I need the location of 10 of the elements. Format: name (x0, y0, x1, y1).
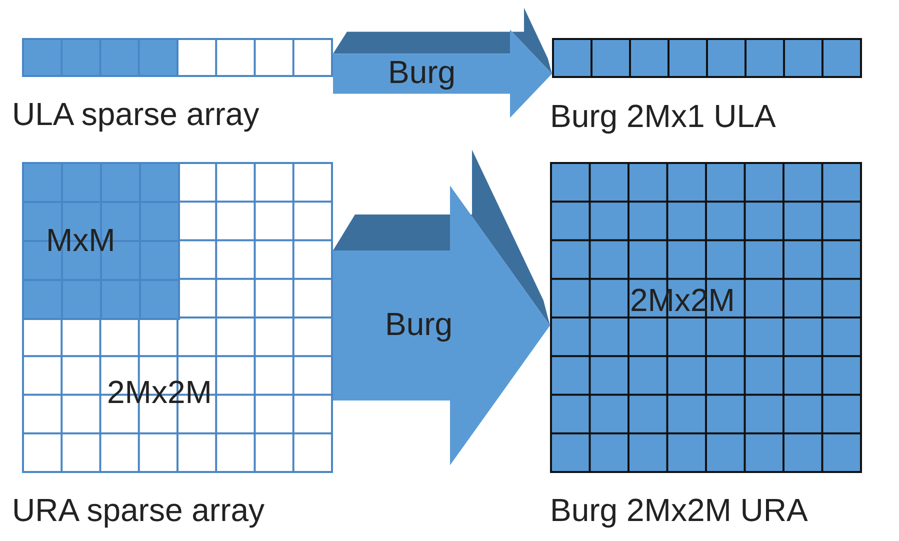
edge-label: Burg (388, 54, 456, 91)
block-arrow (333, 150, 550, 466)
edge-label: Burg (385, 306, 453, 342)
node-label: URA sparse array (12, 492, 265, 529)
block-arrow (333, 8, 552, 118)
node-label: ULA sparse array (12, 96, 260, 133)
size-label: MxM (46, 222, 116, 259)
node-label: Burg 2Mx1 ULA (550, 98, 776, 135)
filled-subarray (22, 162, 180, 320)
node-label: Burg 2Mx2M URA (550, 492, 808, 529)
